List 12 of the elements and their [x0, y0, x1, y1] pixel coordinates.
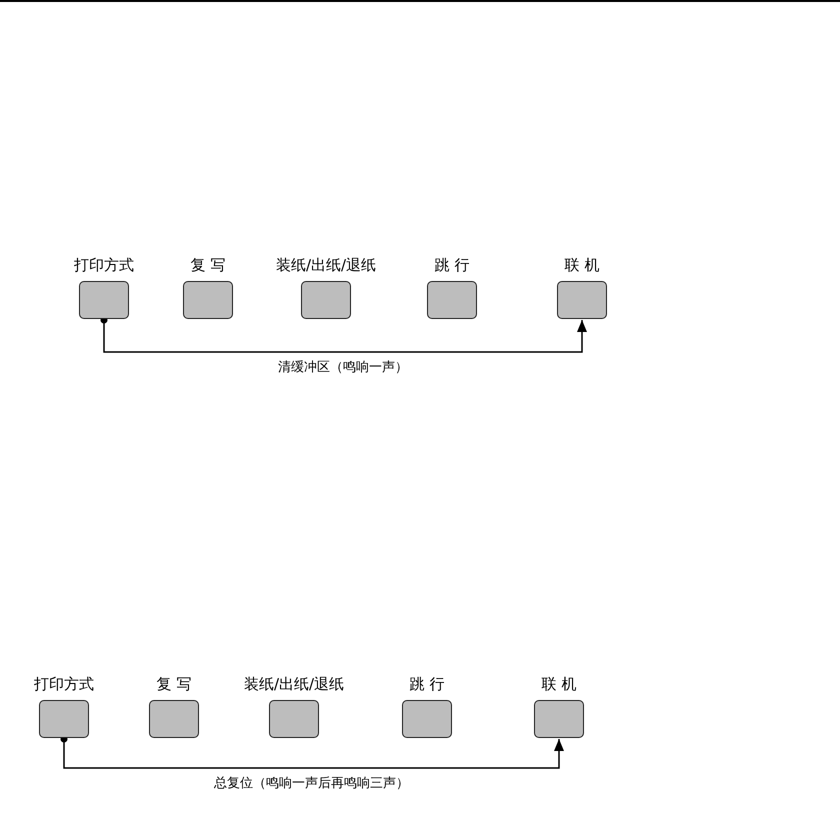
button-label: 联 机	[564, 256, 600, 275]
button-label: 联 机	[542, 675, 576, 694]
button-label: 装纸/出纸/退纸	[276, 256, 376, 275]
button-label: 装纸/出纸/退纸	[244, 675, 344, 694]
button-label: 打印方式	[34, 675, 94, 694]
connector-arrow	[100, 316, 587, 353]
button-label: 跳 行	[410, 675, 444, 694]
button-label: 打印方式	[74, 256, 134, 275]
button-label: 复 写	[156, 675, 192, 694]
button-label: 复 写	[190, 256, 226, 275]
connector-arrow	[60, 736, 564, 769]
button-label: 跳 行	[434, 256, 470, 275]
